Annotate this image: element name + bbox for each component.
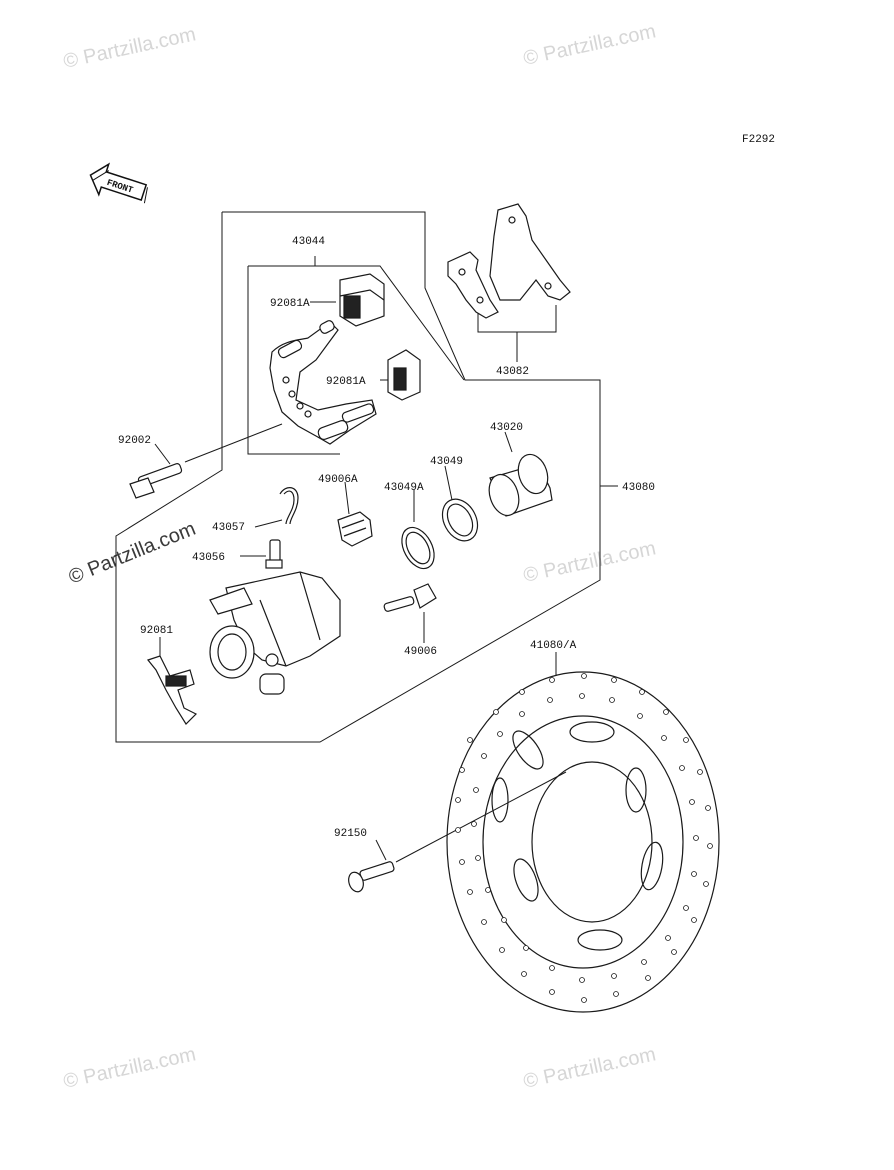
watermark: © Partzilla.com: [61, 1043, 197, 1093]
brake-disc: [446, 671, 720, 1013]
seal: [441, 498, 479, 542]
watermark: © Partzilla.com: [66, 518, 199, 589]
part-label-92081a: 92081A: [326, 376, 366, 388]
pad-spring: [146, 655, 198, 725]
part-label-92150: 92150: [334, 828, 367, 840]
watermarks: © Partzilla.com © Partzilla.com © Partzi…: [61, 20, 657, 1093]
part-label-49006a: 49006A: [318, 474, 358, 486]
bleed-cap: [279, 487, 299, 525]
disc-bolt: [348, 861, 395, 893]
dust-seal: [401, 526, 435, 570]
bolt: [129, 463, 183, 499]
part-label-92081a: 92081A: [270, 298, 310, 310]
part-label-43082: 43082: [496, 366, 529, 378]
part-labels: 43044 92081A 92081A 43082 92002 43020 43…: [118, 236, 655, 840]
part-label-92081: 92081: [140, 625, 173, 637]
watermark: © Partzilla.com: [521, 537, 657, 587]
piston: [488, 453, 553, 517]
slide-pin: [383, 583, 437, 612]
pad-clip: [387, 349, 421, 401]
part-label-43049: 43049: [430, 456, 463, 468]
part-label-43044: 43044: [292, 236, 325, 248]
group-outlines: [115, 211, 618, 863]
brake-pads: [447, 203, 571, 319]
part-label-43049a: 43049A: [384, 482, 424, 494]
watermark: © Partzilla.com: [521, 1043, 657, 1093]
diagram-code: F2292: [742, 134, 775, 146]
caliper-bracket: [269, 320, 377, 445]
boot: [337, 511, 373, 547]
part-label-43057: 43057: [212, 522, 245, 534]
part-label-43020: 43020: [490, 422, 523, 434]
front-arrow-icon: FRONT: [89, 162, 148, 204]
pad-clip: [339, 273, 385, 327]
watermark: © Partzilla.com: [61, 23, 197, 73]
part-label-92002: 92002: [118, 435, 151, 447]
part-label-43056: 43056: [192, 552, 225, 564]
part-label-49006: 49006: [404, 646, 437, 658]
part-label-41080a: 41080/A: [530, 640, 577, 652]
watermark: © Partzilla.com: [521, 20, 657, 70]
caliper-body: [209, 571, 341, 695]
part-label-43080: 43080: [622, 482, 655, 494]
bleed-valve: [265, 539, 283, 569]
